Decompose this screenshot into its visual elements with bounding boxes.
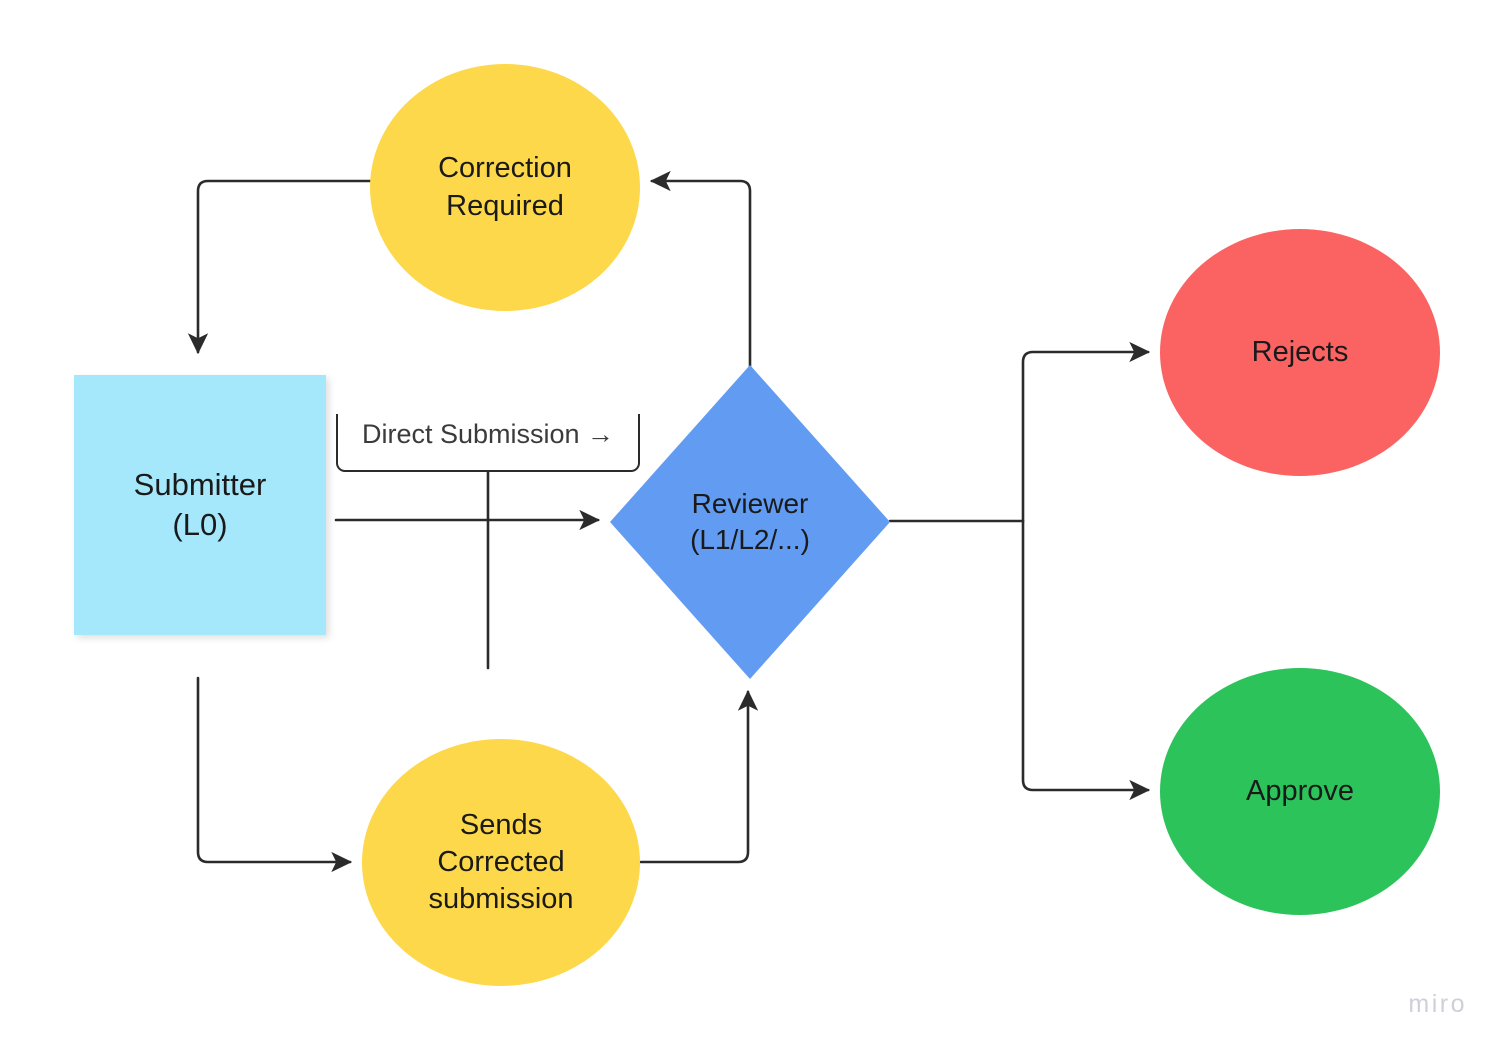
node-submitter[interactable]: Submitter (L0) (74, 375, 326, 635)
node-rejects[interactable]: Rejects (1160, 229, 1440, 476)
node-reviewer-label: Reviewer (L1/L2/...) (690, 488, 810, 555)
node-reviewer[interactable]: Reviewer (L1/L2/...) (610, 365, 890, 679)
node-sends-corrected-submission-label: Sends Corrected submission (428, 808, 574, 916)
node-correction-required-label: Correction Required (438, 152, 572, 222)
node-correction-required[interactable]: Correction Required (370, 64, 640, 311)
node-sends-corrected-submission[interactable]: Sends Corrected submission (362, 739, 640, 986)
node-submitter-label: Submitter (L0) (133, 467, 267, 542)
node-rejects-label: Rejects (1251, 335, 1349, 368)
edge-sends-to-reviewer (639, 689, 759, 864)
node-approve-label: Approve (1245, 774, 1354, 807)
node-approve[interactable]: Approve (1160, 668, 1440, 915)
edge-reviewer-to-correction (649, 170, 752, 368)
miro-watermark: miro (1408, 990, 1467, 1018)
edge-label-direct-submission[interactable]: Direct Submission → (361, 418, 615, 449)
edge-reviewer-to-approve (1021, 519, 1151, 801)
edge-submitter-to-sends (196, 676, 353, 873)
edge-correction-to-submitter (187, 179, 374, 355)
edge-label-frame (336, 414, 640, 472)
edge-reviewer-to-rejects (1021, 341, 1151, 523)
